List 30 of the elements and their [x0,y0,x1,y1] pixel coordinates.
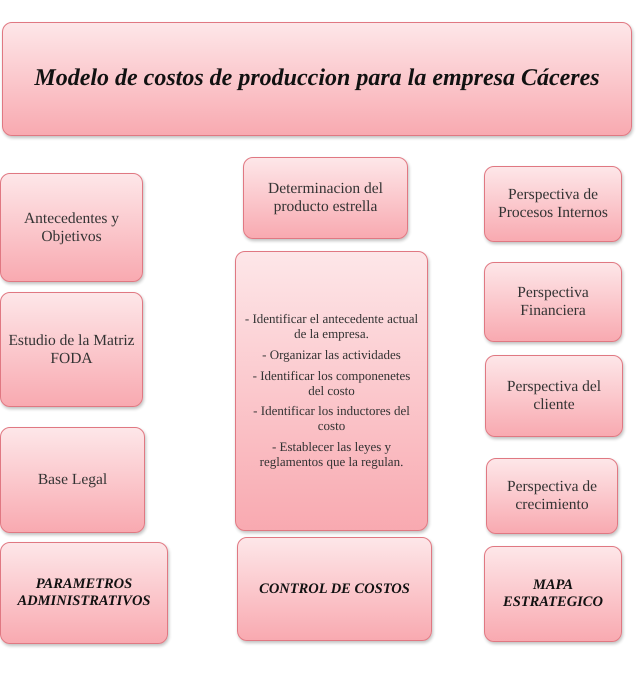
rounded-box [485,355,623,437]
box-text: PARAMETROS ADMINISTRATIVOS [16,576,152,610]
box-text: Antecedentes y Objetivos [22,210,120,246]
title-text: Modelo de costos de produccion para la empresa Cáceres [34,65,600,93]
list-item-text: - Establecer las leyes y reglamentos que la regulan. [258,440,404,470]
rounded-box [243,157,408,239]
list-item-text: - Identificar los componenetes del costo [252,368,412,398]
box-text: Perspectiva Financiera [516,284,590,320]
box-text: CONTROL DE COSTOS [259,580,410,598]
list-item-text: - Identificar el antecedente actual de la empresa. [244,312,419,342]
rounded-box [0,542,168,644]
box-text: Perspectiva de crecimiento [506,478,598,514]
rounded-box [484,166,622,242]
box-text: MAPA ESTRATEGICO [502,577,604,611]
rounded-box [0,427,145,533]
rounded-box [484,546,622,642]
rounded-box [235,251,428,531]
rounded-box [486,458,618,534]
list-item-text: - Identificar los inductores del costo [252,404,411,434]
rounded-box [237,537,432,641]
box-text: Determinacion del producto estrella [267,180,384,216]
box-text: Perspectiva de Procesos Internos [497,186,609,222]
rounded-box [0,292,143,407]
rounded-box [484,262,622,342]
box-text: Estudio de la Matriz FODA [7,332,136,368]
box-text: Perspectiva del cliente [506,378,602,414]
list-item-text: - Organizar las actividades [262,348,401,363]
title-box [2,22,632,136]
box-text: Base Legal [38,471,108,489]
rounded-box [0,173,143,282]
